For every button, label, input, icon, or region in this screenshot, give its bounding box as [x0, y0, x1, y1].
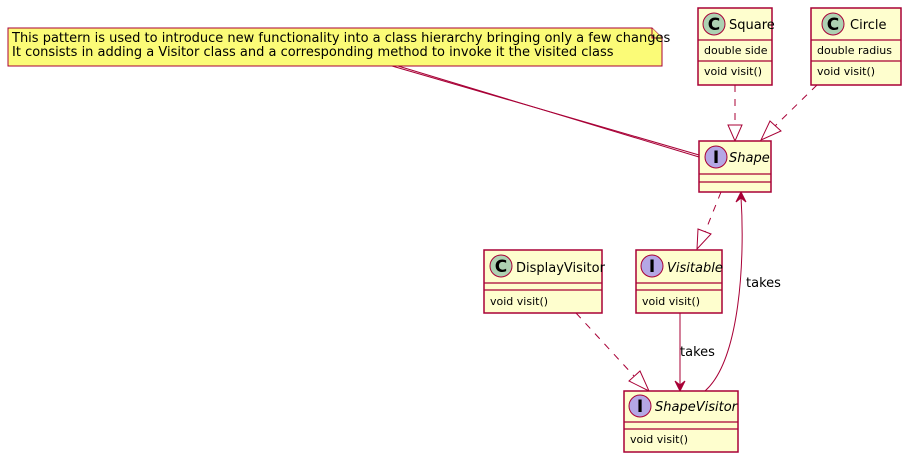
class-badge-letter: C: [495, 257, 507, 277]
class-badge-icon: [702, 12, 726, 36]
shapevisitor-to-shape-edge: [704, 196, 743, 392]
method-void-visit: void visit(): [704, 65, 762, 78]
note-connector-2: [397, 65, 700, 158]
class-badge-letter: C: [827, 15, 839, 35]
class-name-square: Square: [729, 18, 775, 33]
relation-label-takes-1: takes: [680, 345, 715, 360]
interface-badge-letter: I: [649, 257, 655, 277]
class-name-display-visitor: DisplayVisitor: [516, 261, 606, 276]
method-void-visit: void visit(): [490, 295, 548, 308]
class-square: C Square double side void visit(): [697, 7, 775, 86]
note-line-2: It consists in adding a Visitor class an…: [12, 45, 614, 60]
method-void-visit: void visit(): [630, 433, 688, 446]
interface-visitable: I Visitable void visit(): [635, 249, 723, 314]
class-display-visitor: C DisplayVisitor void visit(): [483, 249, 606, 314]
class-name-circle: Circle: [850, 18, 887, 33]
interface-name-shape: Shape: [729, 151, 770, 166]
interface-name-shape-visitor: ShapeVisitor: [655, 400, 739, 415]
square-to-shape-arrowhead: [727, 124, 743, 143]
circle-to-shape-arrowhead: [759, 120, 782, 142]
shape-to-visitable-arrowhead: [696, 228, 712, 251]
displayvisitor-to-shapevisitor-arrowhead: [628, 370, 651, 393]
shape-to-visitable-edge: [704, 191, 722, 233]
relation-label-takes-2: takes: [746, 276, 781, 291]
interface-name-visitable: Visitable: [667, 261, 723, 276]
field-double-radius: double radius: [817, 44, 892, 57]
displayvisitor-to-shapevisitor-edge: [575, 312, 635, 377]
interface-shape-visitor: I ShapeVisitor void visit(): [623, 390, 739, 453]
interface-badge-icon: [640, 254, 664, 278]
class-circle: C Circle double radius void visit(): [810, 7, 902, 86]
note-line-1: This pattern is used to introduce new fu…: [11, 31, 670, 46]
class-badge-letter: C: [708, 15, 720, 35]
class-badge-icon: [821, 12, 845, 36]
shapevisitor-to-shape-arrowhead: [735, 190, 747, 203]
pattern-note: This pattern is used to introduce new fu…: [7, 27, 670, 67]
interface-badge-icon: [628, 394, 652, 418]
interface-badge-letter: I: [637, 397, 643, 417]
method-void-visit: void visit(): [817, 65, 875, 78]
class-badge-icon: [489, 254, 513, 278]
interface-shape: I Shape: [698, 140, 772, 193]
interface-badge-icon: [704, 145, 728, 169]
interface-badge-letter: I: [713, 148, 719, 168]
visitable-to-shapevisitor-arrowhead: [674, 380, 686, 393]
method-void-visit: void visit(): [642, 295, 700, 308]
circle-to-shape-edge: [774, 84, 818, 127]
field-double-side: double side: [704, 44, 768, 57]
